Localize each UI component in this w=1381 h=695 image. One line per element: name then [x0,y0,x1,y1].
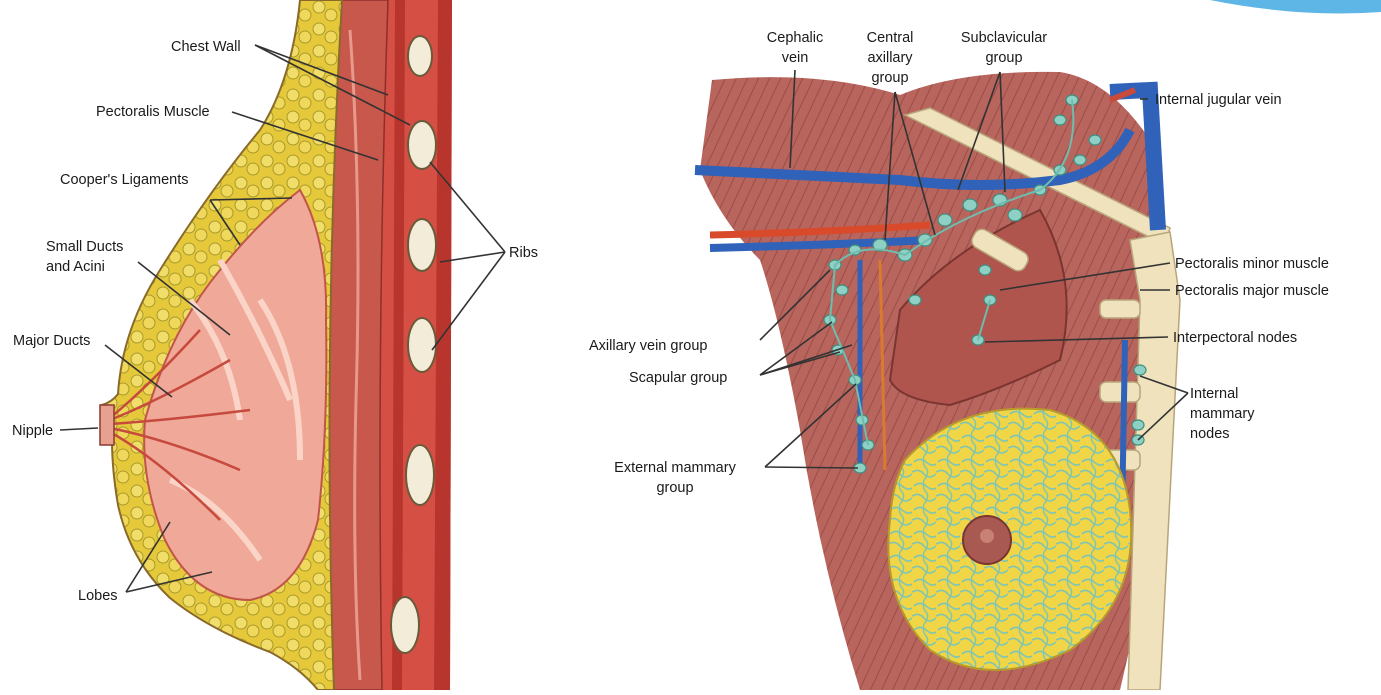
label-central-axillary-group: Central axillary group [852,28,928,88]
label-subclavicular-line2: group [985,50,1023,66]
axillary-lymph-anatomy [694,0,1381,691]
breast-cross-section [99,0,452,691]
major-ducts [109,329,251,521]
label-small-ducts-acini: Small Ducts and Acini [46,237,123,277]
label-chest-wall: Chest Wall [171,39,241,55]
label-small-ducts-line2: and Acini [46,259,105,275]
left-leader-lines [59,44,506,593]
lymph-nodes [823,94,1147,474]
label-internal-mammary-line3: nodes [1190,426,1230,442]
label-external-mammary-line1: External mammary [614,460,736,476]
label-internal-mammary-line2: mammary [1190,406,1255,422]
label-lobes: Lobes [78,588,118,604]
label-cephalic-line2: vein [781,50,809,66]
label-pectoralis-minor: Pectoralis minor muscle [1175,256,1329,272]
label-cephalic-line1: Cephalic [766,30,824,46]
label-nipple: Nipple [12,423,54,439]
label-central-line3: group [871,70,909,86]
label-coopers-ligaments: Cooper's Ligaments [60,172,189,188]
label-ribs: Ribs [509,245,539,261]
label-pectoralis-muscle: Pectoralis Muscle [96,104,210,120]
label-small-ducts-line1: Small Ducts [46,239,124,255]
ribs-group [390,35,437,654]
label-external-mammary-line2: group [656,480,694,496]
label-axillary-vein-group: Axillary vein group [589,338,708,354]
label-pectoralis-major: Pectoralis major muscle [1175,283,1329,299]
label-central-line2: axillary [867,50,913,66]
label-subclavicular-line1: Subclavicular [960,30,1048,46]
label-internal-mammary-line1: Internal [1190,386,1239,402]
decor-swoosh [1210,0,1381,14]
label-external-mammary-group: External mammary group [592,458,758,498]
label-subclavicular-group: Subclavicular group [945,28,1063,68]
right-leader-lines [759,69,1189,469]
label-central-line1: Central [866,30,914,46]
label-scapular-group: Scapular group [629,370,728,386]
label-internal-jugular-vein: Internal jugular vein [1155,92,1282,108]
label-internal-mammary-nodes: Internal mammary nodes [1190,384,1254,444]
label-interpectoral-nodes: Interpectoral nodes [1173,330,1298,346]
label-major-ducts: Major Ducts [13,333,91,349]
label-cephalic-vein: Cephalic vein [755,28,835,68]
nipple-shape [99,404,115,446]
